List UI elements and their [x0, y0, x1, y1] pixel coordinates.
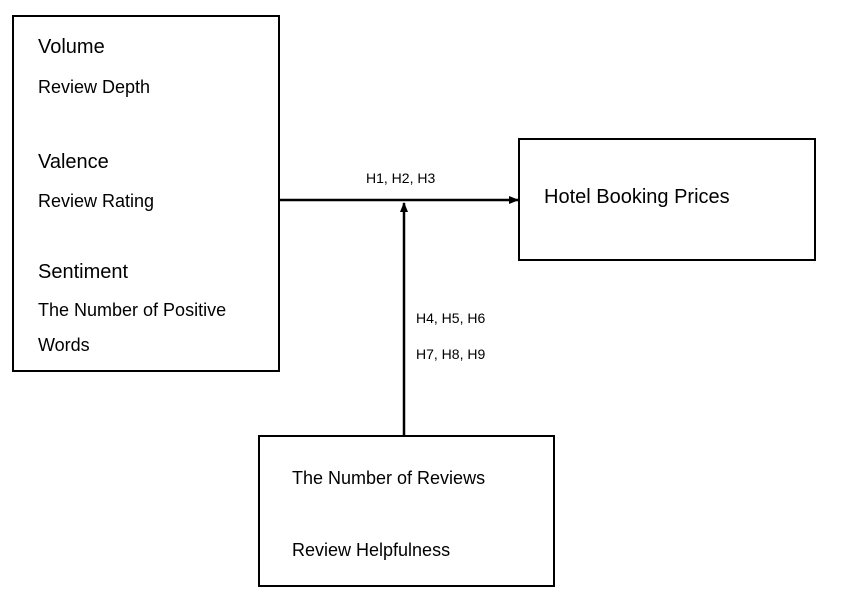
moderators-box: The Number of Reviews Review Helpfulness — [258, 435, 555, 587]
volume-heading: Volume — [38, 36, 105, 58]
dependent-variable-box: Hotel Booking Prices — [518, 138, 816, 261]
sentiment-heading: Sentiment — [38, 261, 129, 283]
moderator-review-helpfulness: Review Helpfulness — [292, 540, 451, 560]
moderation-hypotheses-label-2: H7, H8, H9 — [416, 346, 486, 362]
moderation-hypotheses-label-1: H4, H5, H6 — [416, 310, 486, 326]
dependent-label: Hotel Booking Prices — [544, 186, 730, 208]
volume-item: Review Depth — [38, 77, 151, 97]
sentiment-item-line2: Words — [38, 335, 90, 355]
valence-item: Review Rating — [38, 191, 155, 211]
moderator-number-of-reviews: The Number of Reviews — [292, 468, 486, 488]
direct-hypotheses-label: H1, H2, H3 — [366, 170, 436, 186]
valence-heading: Valence — [38, 151, 109, 173]
independent-variables-box: Volume Review Depth Valence Review Ratin… — [12, 15, 280, 372]
sentiment-item-line1: The Number of Positive — [38, 300, 227, 320]
